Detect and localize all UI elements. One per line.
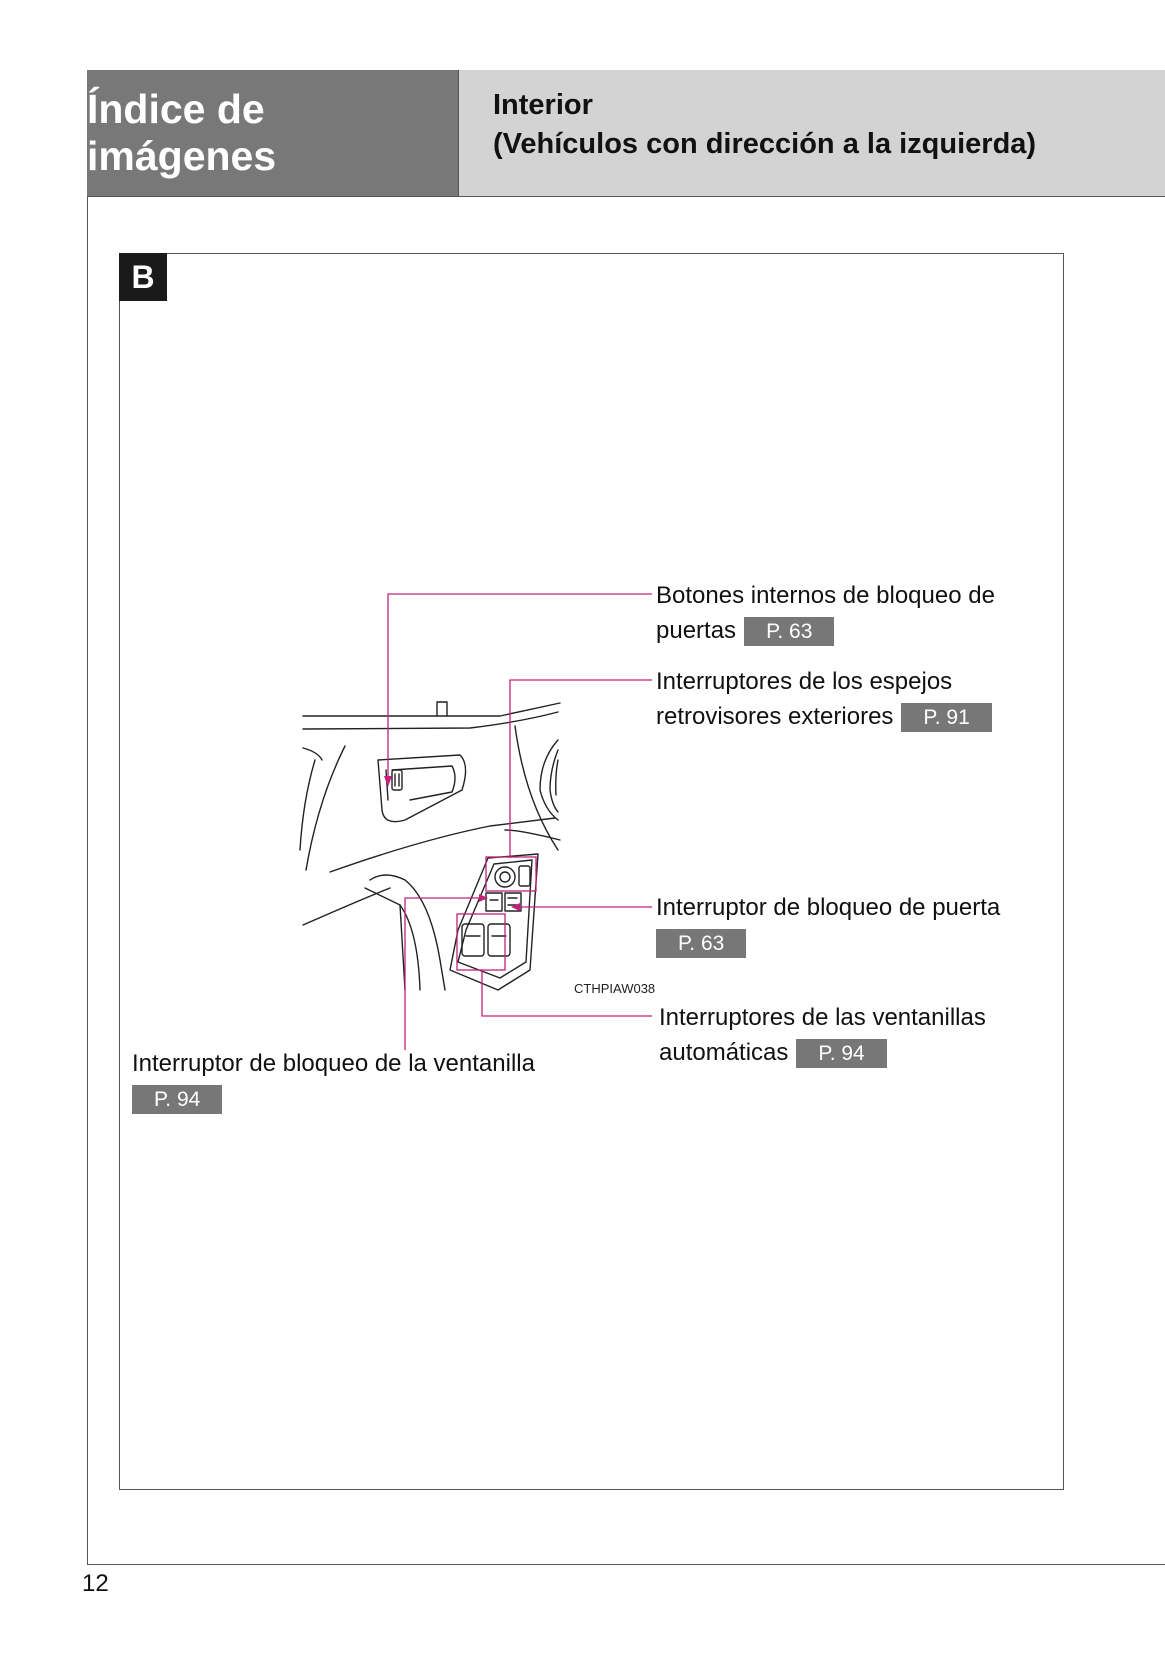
callout-ref-line: P. 63 [656,925,1000,960]
section-tag: B [119,253,167,301]
section-title: Índice de imágenes [87,70,459,197]
page-number: 12 [82,1570,109,1597]
callout-text: Interruptores de las ventanillas [659,1004,986,1031]
callout-text: retrovisores exteriores P. 91 [656,699,992,734]
page-ref-badge[interactable]: P. 94 [796,1039,887,1069]
callout-text: Interruptor de bloqueo de la ventanilla [132,1050,535,1077]
page-subtitle: Interior (Vehículos con dirección a la i… [459,70,1165,197]
leader-arrowheads [384,776,520,911]
callout-window-lock-switch: Interruptor de bloqueo de la ventanilla … [132,1046,535,1116]
page-ref-badge[interactable]: P. 91 [901,703,992,733]
callout-text: Interruptores de los espejos [656,668,953,695]
callout-text: puertas [656,617,737,644]
door-drawing [299,701,561,991]
callout-power-window-switches: Interruptores de las ventanillas automát… [659,1000,986,1070]
subtitle-line-1: Interior [493,89,593,121]
subtitle-line-2: (Vehículos con dirección a la izquierda) [493,128,1037,160]
figure-box [119,253,1064,1490]
callout-text: retrovisores exteriores [656,703,894,730]
callout-text: Interruptor de bloqueo de puerta [656,894,1001,921]
callout-door-lock-switch: Interruptor de bloqueo de puerta P. 63 [656,890,1000,960]
callout-ref-line: P. 94 [132,1081,535,1116]
figure-code: CTHPIAW038 [574,981,656,996]
callout-text: puertas P. 63 [656,613,995,648]
section-title-text: Índice de imágenes [87,86,277,179]
page-ref-badge[interactable]: P. 63 [744,617,835,647]
callout-text: automáticas [659,1039,789,1066]
page-ref-badge[interactable]: P. 94 [132,1085,223,1115]
leader-lines [387,593,652,1050]
page-ref-badge[interactable]: P. 63 [656,929,747,959]
callout-mirror-switches: Interruptores de los espejos retrovisore… [656,664,992,734]
callout-door-lock-buttons: Botones internos de bloqueo de puertas P.… [656,578,995,648]
callout-text: automáticas P. 94 [659,1035,986,1070]
callout-text: Botones internos de bloqueo de [656,582,995,609]
